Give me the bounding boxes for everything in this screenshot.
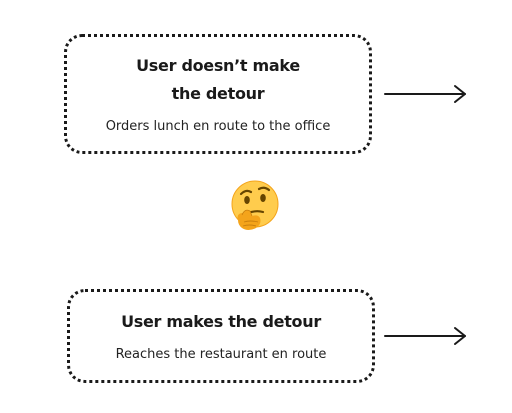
arrow-right-icon — [383, 84, 469, 104]
option-title: User doesn’t make the detour — [136, 56, 300, 103]
arrow-right-icon — [383, 326, 469, 346]
option-subtitle: Reaches the restaurant en route — [115, 347, 327, 362]
option-box-no-detour: User doesn’t make the detour Orders lunc… — [64, 34, 372, 154]
thinking-face-icon — [228, 178, 284, 234]
option-title: User makes the detour — [121, 312, 321, 331]
option-box-detour: User makes the detour Reaches the restau… — [67, 289, 375, 383]
option-subtitle: Orders lunch en route to the office — [105, 119, 331, 134]
